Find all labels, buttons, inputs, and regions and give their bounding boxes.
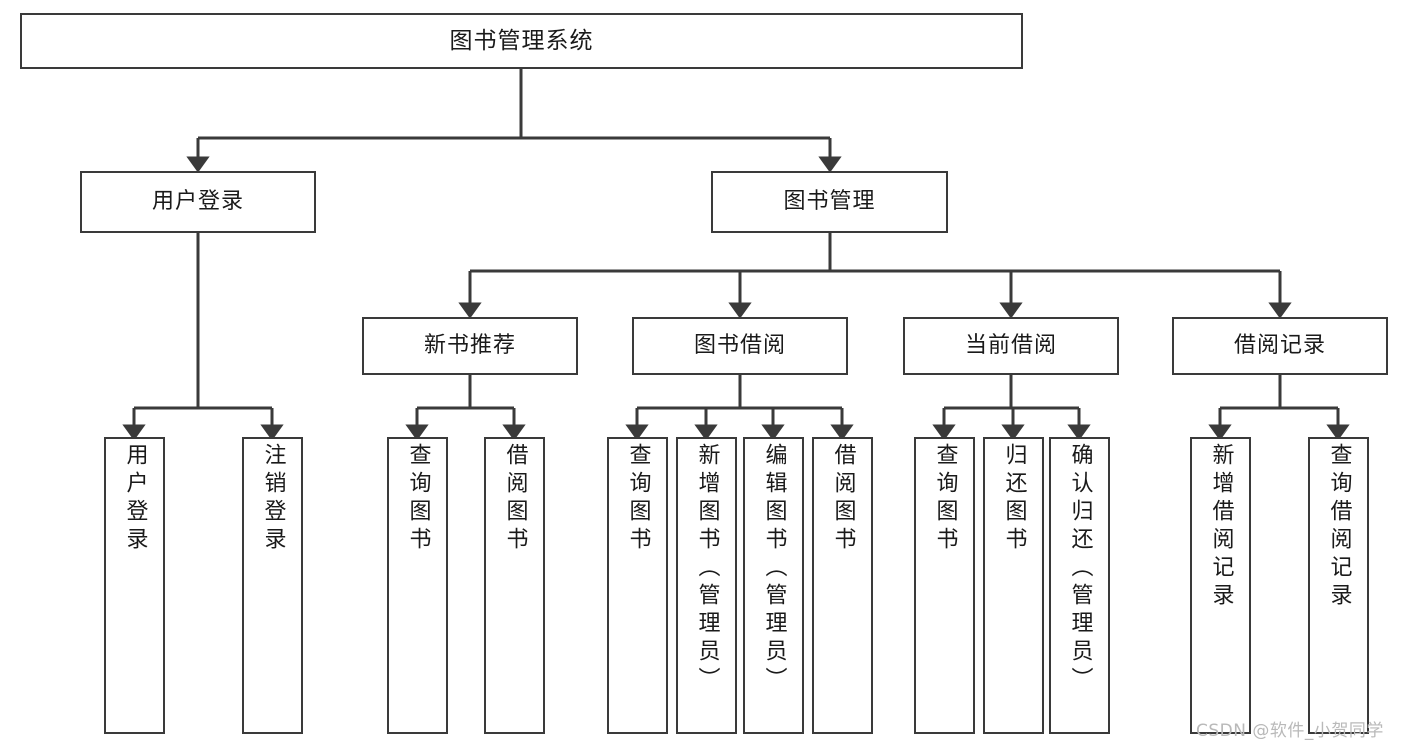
leaf-confirm-return[interactable]: 确认归还（管理员） [1049,437,1110,734]
node-borrow-record[interactable]: 借阅记录 [1172,317,1388,375]
leaf-borrow-book[interactable]: 借阅图书 [812,437,873,734]
leaf-edit-book[interactable]: 编辑图书（管理员） [743,437,804,734]
node-book-borrow[interactable]: 图书借阅 [632,317,848,375]
node-user-login[interactable]: 用户登录 [80,171,316,233]
leaf-user-login[interactable]: 用户登录 [104,437,165,734]
node-borrow-record-label: 借阅记录 [1233,333,1326,359]
leaf-query-book-rec[interactable]: 查询图书 [387,437,448,734]
leaf-query-book-borrow[interactable]: 查询图书 [607,437,668,734]
leaf-add-record[interactable]: 新增借阅记录 [1190,437,1251,734]
leaf-query-book-cur[interactable]: 查询图书 [914,437,975,734]
leaf-confirm-return-label: 确认归还（管理员） [1067,443,1093,695]
node-new-book-rec-label: 新书推荐 [423,333,516,359]
node-user-login-label: 用户登录 [151,189,244,215]
leaf-borrow-book-rec[interactable]: 借阅图书 [484,437,545,734]
leaf-query-book-rec-label: 查询图书 [405,443,431,555]
leaf-edit-book-label: 编辑图书（管理员） [761,443,787,695]
node-root-label: 图书管理系统 [449,27,594,54]
leaf-user-logout-label: 注销登录 [260,443,286,555]
leaf-borrow-book-label: 借阅图书 [830,443,856,555]
node-root[interactable]: 图书管理系统 [20,13,1023,69]
watermark: CSDN @软件_小贺同学 [1196,721,1384,741]
leaf-query-record[interactable]: 查询借阅记录 [1308,437,1369,734]
node-book-manage-label: 图书管理 [783,189,876,215]
node-book-borrow-label: 图书借阅 [693,333,786,359]
leaf-return-book[interactable]: 归还图书 [983,437,1044,734]
node-current-borrow[interactable]: 当前借阅 [903,317,1119,375]
node-book-manage[interactable]: 图书管理 [711,171,948,233]
leaf-add-book-label: 新增图书（管理员） [694,443,720,695]
node-current-borrow-label: 当前借阅 [964,333,1057,359]
leaf-user-logout[interactable]: 注销登录 [242,437,303,734]
leaf-query-book-borrow-label: 查询图书 [625,443,651,555]
leaf-borrow-book-rec-label: 借阅图书 [502,443,528,555]
leaf-query-book-cur-label: 查询图书 [932,443,958,555]
leaf-query-record-label: 查询借阅记录 [1326,443,1352,611]
leaf-user-login-label: 用户登录 [122,443,148,555]
node-new-book-rec[interactable]: 新书推荐 [362,317,578,375]
leaf-add-record-label: 新增借阅记录 [1208,443,1234,611]
leaf-return-book-label: 归还图书 [1001,443,1027,555]
leaf-add-book[interactable]: 新增图书（管理员） [676,437,737,734]
